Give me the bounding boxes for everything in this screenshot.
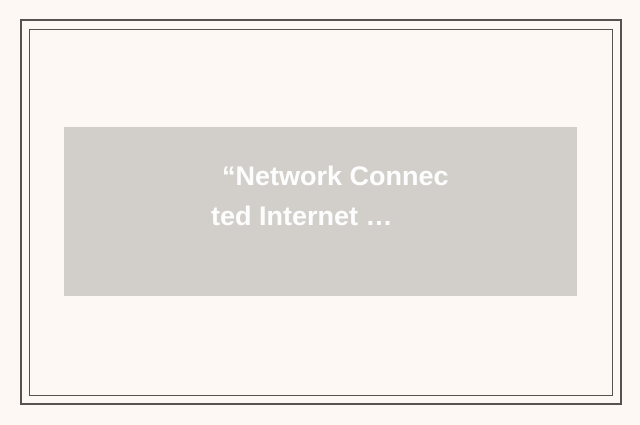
caption-line-2: ted Internet … [211, 201, 393, 231]
caption-overlay: “Network Connec ted Internet … [211, 156, 449, 236]
inner-frame-border [29, 29, 613, 396]
media-placeholder: “Network Connec ted Internet … [64, 127, 577, 296]
outer-frame-border [20, 19, 622, 405]
caption-line-1: “Network Connec [222, 161, 449, 191]
